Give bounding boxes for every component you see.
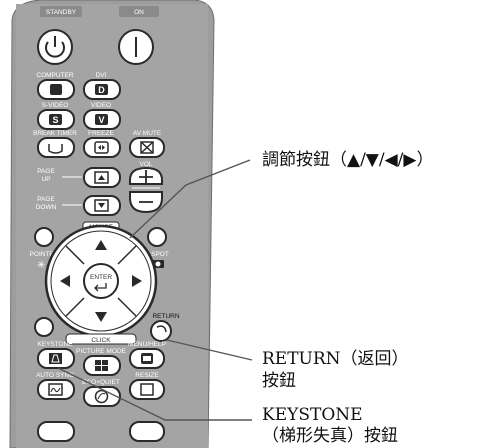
keystone-side-button[interactable] xyxy=(34,317,54,337)
return-leader xyxy=(166,339,253,361)
dvi-key-glyph: D xyxy=(98,85,105,95)
down-arrow-icon xyxy=(95,312,107,322)
computer-button[interactable] xyxy=(37,79,75,100)
page-down-label-1: PAGE xyxy=(37,196,55,203)
dvi-button[interactable]: D xyxy=(83,79,121,100)
up-button[interactable] xyxy=(95,240,107,250)
picture-mode-label: PICTURE MODE xyxy=(76,348,127,355)
page-up-label-1: PAGE xyxy=(37,168,55,175)
keystone-callout-line2: （梯形失真）按鈕 xyxy=(262,426,398,446)
resize-label: RESIZE xyxy=(135,372,159,379)
leader-lines xyxy=(57,159,253,421)
down-button[interactable] xyxy=(95,312,107,322)
eco-quiet-label: ECO+QUIET xyxy=(82,379,120,386)
break-timer-label: BREAK TIMER xyxy=(33,130,77,137)
freeze-icon xyxy=(94,141,109,154)
menu-icon xyxy=(141,353,153,364)
adjust-buttons-callout: 調節按鈕（▲/▼/◀/▶） xyxy=(262,150,434,170)
svideo-key-glyph: S xyxy=(52,115,58,125)
spot-label: SPOT xyxy=(151,251,169,258)
video-label: VIDEO xyxy=(91,102,111,109)
menu-help-label: MENU/HELP xyxy=(128,341,166,348)
click-label: CLICK xyxy=(91,337,111,344)
return-button[interactable] xyxy=(150,320,172,342)
menu-help-button[interactable] xyxy=(129,348,165,369)
on-label: ON xyxy=(134,9,144,16)
pointer-button[interactable] xyxy=(34,227,54,247)
break-timer-button[interactable] xyxy=(37,137,75,158)
spot-icon xyxy=(152,260,164,268)
resize-button[interactable] xyxy=(129,379,165,400)
keystone-button[interactable] xyxy=(37,348,75,369)
standby-button[interactable] xyxy=(37,29,73,65)
spot-button[interactable] xyxy=(147,227,167,247)
page-down-icon xyxy=(94,199,109,212)
av-mute-button[interactable] xyxy=(129,137,165,158)
freeze-button[interactable] xyxy=(83,137,121,158)
return-remote-label: RETURN xyxy=(152,313,179,320)
video-key-glyph: V xyxy=(98,115,104,125)
enter-arrow-icon xyxy=(94,283,107,292)
eco-quiet-button[interactable] xyxy=(83,386,121,407)
picture-mode-icon xyxy=(95,360,108,371)
auto-sync-icon xyxy=(48,383,63,396)
right-arrow-icon xyxy=(132,275,142,287)
freeze-label: FREEZE xyxy=(88,130,114,137)
page-up-button[interactable] xyxy=(83,167,121,188)
picture-mode-button[interactable] xyxy=(83,355,121,376)
right-button[interactable] xyxy=(132,275,142,287)
page-down-label-2: DOWN xyxy=(36,204,57,211)
return-callout-line1: RETURN（返回） xyxy=(262,349,409,369)
keystone-leader xyxy=(57,367,252,421)
enter-label: ENTER xyxy=(90,274,112,281)
svideo-label: S-VIDEO xyxy=(42,102,69,109)
pointer-sun-icon: ✳ xyxy=(37,260,45,271)
page-up-icon xyxy=(94,171,109,184)
resize-icon xyxy=(140,383,154,396)
video-button[interactable]: V xyxy=(83,109,121,130)
up-arrow-icon xyxy=(95,240,107,250)
left-arrow-icon xyxy=(60,275,70,287)
left-button[interactable] xyxy=(60,275,70,287)
computer-icon xyxy=(50,84,62,95)
volume-down-button[interactable] xyxy=(129,191,163,214)
on-button[interactable] xyxy=(118,29,154,65)
auto-sync-label: AUTO SYNC xyxy=(36,372,74,379)
av-mute-label: AV MUTE xyxy=(133,130,162,137)
pointer-label: POINTER xyxy=(30,251,59,258)
return-callout-line2: 按鈕 xyxy=(262,371,296,391)
coffee-cup-icon xyxy=(48,144,63,154)
vol-label: VOL xyxy=(139,161,152,168)
volume-up-button[interactable] xyxy=(129,166,163,185)
dvi-label: DVI xyxy=(96,72,107,79)
computer-label: COMPUTER xyxy=(36,72,74,79)
leaf-icon xyxy=(94,389,109,404)
bottom-left-button[interactable] xyxy=(37,421,75,442)
power-icon xyxy=(45,36,65,58)
svideo-button[interactable]: S xyxy=(37,109,75,130)
keystone-remote-label: KEYSTONE xyxy=(37,341,73,348)
auto-sync-button[interactable] xyxy=(37,379,75,400)
keystone-callout-line1: KEYSTONE xyxy=(262,405,363,425)
bottom-right-button[interactable] xyxy=(129,421,165,442)
standby-label: STANDBY xyxy=(46,9,77,16)
av-mute-icon xyxy=(140,141,154,154)
keystone-icon xyxy=(49,353,62,364)
return-arrow-icon xyxy=(156,325,167,333)
page-up-label-2: UP xyxy=(41,176,50,183)
enter-button[interactable]: ENTER xyxy=(83,263,119,299)
page-down-button[interactable] xyxy=(83,195,121,216)
adjust-leader xyxy=(129,159,251,239)
plus-icon xyxy=(139,170,153,184)
